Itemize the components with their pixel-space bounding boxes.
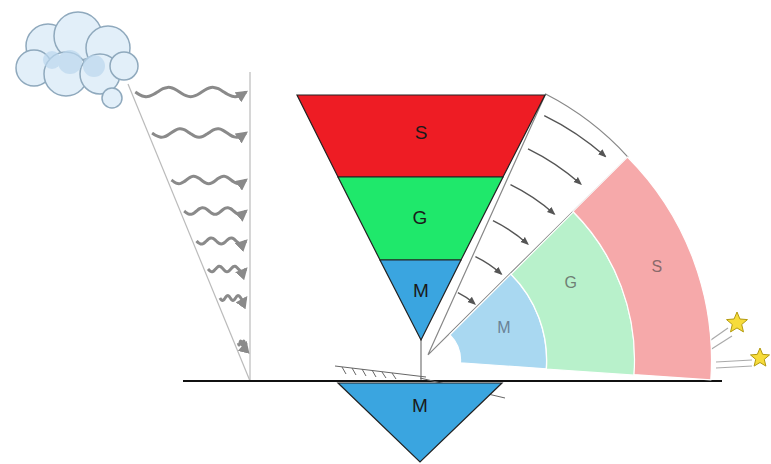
impact-stars	[708, 312, 770, 368]
band-label: M	[413, 281, 429, 302]
wind-arrow	[238, 341, 246, 345]
band-label: M	[497, 319, 510, 337]
cloud-shading	[43, 50, 105, 77]
profile-axis	[249, 72, 250, 381]
fallen-band: S	[573, 157, 712, 380]
slab-band: S	[297, 95, 545, 177]
star	[727, 312, 748, 332]
band-fill	[573, 157, 712, 380]
band-label: S	[651, 258, 662, 276]
grain-band: G	[338, 177, 503, 260]
band-label: G	[564, 274, 576, 292]
fall-arrow	[510, 185, 554, 214]
star	[750, 348, 769, 366]
wind-arrow	[208, 266, 246, 271]
matrix-band: M	[380, 260, 461, 340]
wind-arrow	[196, 238, 246, 244]
fall-arrow	[528, 149, 581, 184]
band-fill	[338, 383, 502, 462]
wind-arrow	[184, 208, 246, 215]
ground-band: M	[338, 383, 502, 462]
fall-arrow	[475, 257, 501, 274]
profile-diagonal	[128, 84, 250, 381]
fall-arrow	[493, 221, 528, 244]
wind-arrows	[135, 87, 246, 345]
apex-stem	[420, 338, 421, 381]
band-fill	[380, 260, 461, 340]
band-label: M	[412, 396, 428, 417]
band-label: S	[415, 123, 428, 144]
band-shape	[573, 157, 712, 380]
wind-arrow	[135, 87, 246, 96]
wind-arrow	[171, 176, 246, 183]
band-fill	[297, 95, 545, 177]
cloud	[16, 12, 138, 108]
ground-line	[183, 380, 722, 382]
band-label: G	[413, 208, 428, 229]
fall-arrow	[544, 116, 605, 157]
wind-arrow	[220, 296, 246, 301]
wind-arrow	[152, 129, 246, 137]
band-fill	[338, 177, 503, 260]
fall-arrow	[458, 293, 475, 304]
